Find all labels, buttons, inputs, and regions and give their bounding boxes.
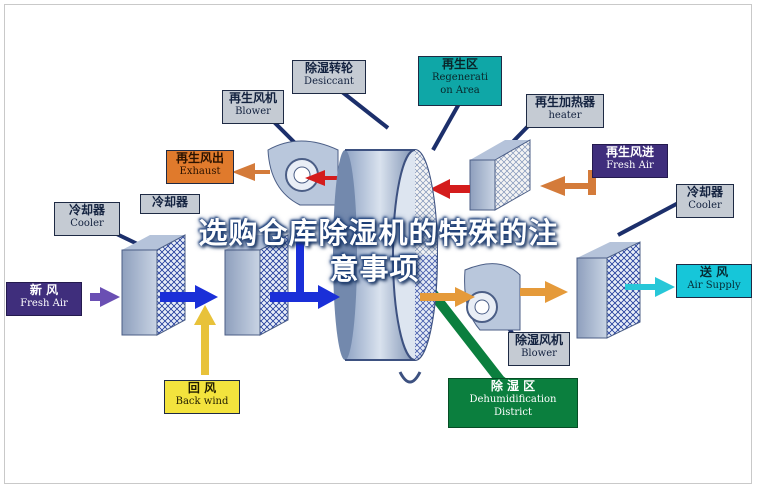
back-wind-label: 回 风 Back wind — [164, 380, 240, 414]
regen-blower-label: 再生风机 Blower — [222, 90, 284, 124]
fresh-air-label-en: Fresh Air — [20, 298, 68, 309]
back-wind-label-en: Back wind — [175, 396, 229, 407]
desiccant-wheel — [333, 149, 438, 384]
overlay-title-line1: 选购仓库除湿机的特殊的注 — [198, 216, 559, 250]
cooler-left-label-en: Cooler — [70, 218, 104, 229]
desiccant-wheel-label-en: Desiccant — [304, 76, 354, 87]
cooler-left-unit — [121, 234, 186, 336]
dehum-district-label-en2: District — [494, 406, 532, 418]
process-airflow — [90, 235, 675, 375]
cooler-right-label-cn: 冷却器 — [686, 185, 723, 199]
regen-blower-label-cn: 再生风机 — [228, 91, 277, 105]
dehum-blower-label-en: Blower — [521, 348, 557, 359]
air-supply-label: 送 风 Air Supply — [676, 264, 752, 298]
dehum-blower-label-cn: 除湿风机 — [514, 333, 563, 347]
regen-airflow — [232, 163, 596, 199]
diagram-frame — [4, 4, 752, 484]
dehum-blower-unit — [464, 263, 521, 331]
cooler-right-label: 冷却器 Cooler — [676, 184, 734, 218]
dehum-blower-label: 除湿风机 Blower — [508, 332, 570, 366]
cooler-left-label-cn: 冷却器 — [68, 203, 105, 217]
back-wind-label-cn: 回 风 — [187, 381, 217, 395]
regen-fresh-air-label-en: Fresh Air — [606, 160, 654, 171]
regeneration-area-label-cn: 再生区 — [441, 57, 478, 71]
regen-fresh-air-label: 再生风进 Fresh Air — [592, 144, 668, 178]
desiccant-wheel-label: 除湿转轮 Desiccant — [292, 60, 366, 94]
air-supply-label-cn: 送 风 — [699, 265, 729, 279]
overlay-title-line2: 意事项 — [329, 252, 420, 286]
cooler-right-label-en: Cooler — [688, 200, 722, 211]
regeneration-area-label-en2: on Area — [440, 84, 480, 96]
regen-heater-label: 再生加热器 heater — [526, 94, 604, 128]
exhaust-label: 再生风出 Exhaust — [166, 150, 234, 184]
fresh-air-label: 新 风 Fresh Air — [6, 282, 82, 316]
cooler-left-label: 冷却器 Cooler — [54, 202, 120, 236]
regeneration-area-label-en1: Regenerati — [431, 72, 489, 83]
regeneration-area-label: 再生区 Regenerati on Area — [418, 56, 502, 106]
regen-blower-label-en: Blower — [235, 106, 271, 117]
exhaust-label-cn: 再生风出 — [175, 151, 224, 165]
air-supply-label-en: Air Supply — [687, 280, 741, 291]
desiccant-wheel-label-cn: 除湿转轮 — [304, 61, 353, 75]
cooler-right-unit — [576, 241, 641, 339]
dehumidification-district-label: 除 湿 区 Dehumidification District — [448, 378, 578, 428]
fresh-air-label-cn: 新 风 — [29, 283, 59, 297]
cooler-mid-label-cn: 冷却器 — [151, 195, 188, 209]
regen-heater-label-cn: 再生加热器 — [534, 95, 595, 109]
exhaust-label-en: Exhaust — [179, 166, 221, 177]
regen-heater-label-en: heater — [548, 110, 582, 121]
regen-blower-unit — [267, 140, 339, 206]
dehum-district-label-cn: 除 湿 区 — [490, 379, 536, 393]
cooler-mid-unit — [224, 234, 289, 336]
dehum-district-label-en1: Dehumidification — [469, 394, 557, 405]
regen-heater-unit — [469, 139, 531, 211]
regen-fresh-air-label-cn: 再生风进 — [605, 145, 654, 159]
cooler-mid-label: 冷却器 — [140, 194, 200, 214]
